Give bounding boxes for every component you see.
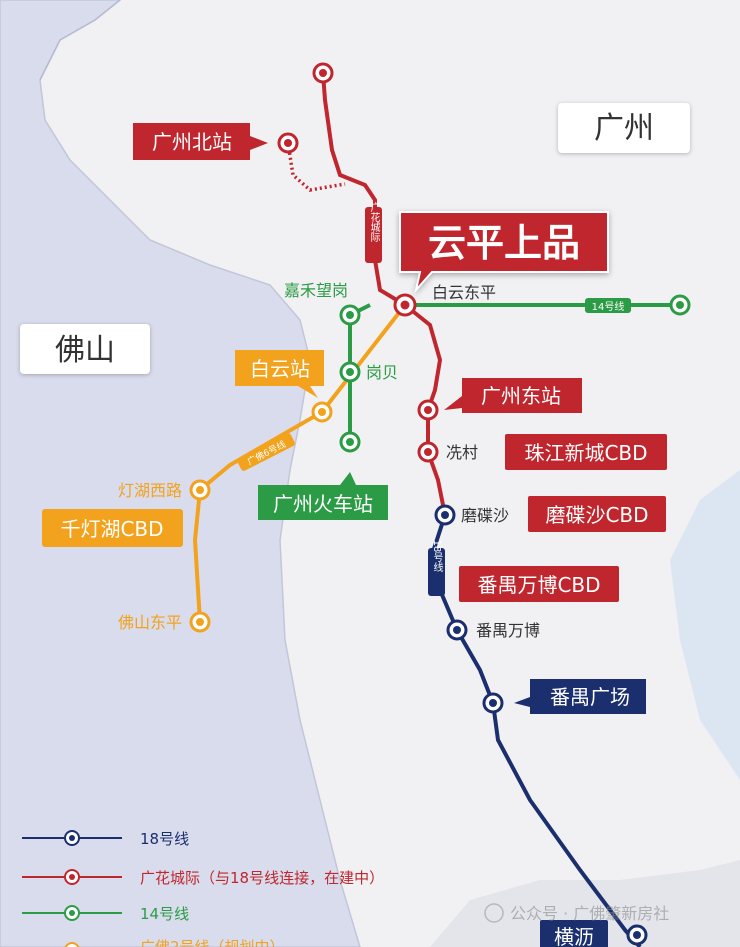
legend-item-guangfo: 广佛2号线（规划中） [64, 938, 285, 947]
station-node-dot [424, 448, 432, 456]
svg-text:14号线: 14号线 [140, 905, 189, 923]
label-panyu-wanbo: 番禺万博 [476, 621, 540, 640]
station-node-dot [346, 438, 354, 446]
svg-text:广佛2号线（规划中）: 广佛2号线（规划中） [140, 938, 285, 947]
callout-guangzhou-railway: 广州火车站 [258, 472, 388, 520]
station-node-dot [196, 618, 204, 626]
svg-text:白云站: 白云站 [250, 357, 310, 381]
region-label-guangzhou: 广州 [558, 103, 690, 153]
wechat-icon [484, 903, 504, 923]
svg-text:广州火车站: 广州火车站 [273, 492, 373, 516]
svg-text:广州: 广州 [594, 111, 654, 146]
guanghua-tag [365, 207, 382, 263]
label-baiyun-dongping: 白云东平 [432, 283, 496, 302]
station-node-dot [346, 311, 354, 319]
legend-item-line18: 18号线 [22, 830, 189, 848]
line-guanghua: 广花城际 [286, 72, 447, 516]
svg-text:18号线: 18号线 [140, 830, 189, 848]
callout-baiyun-station: 白云站 [235, 350, 324, 398]
station-node-dot [346, 368, 354, 376]
legend: 18号线 广花城际（与18号线连接，在建中） 14号线 广佛2号线（规划中） [22, 830, 384, 947]
svg-text:广州东站: 广州东站 [481, 384, 561, 408]
label-gangbei: 岗贝 [366, 363, 398, 382]
svg-text:公众号 · 广佛肇新房社: 公众号 · 广佛肇新房社 [510, 904, 669, 923]
watermark: 公众号 · 广佛肇新房社 [484, 903, 669, 923]
svg-text:磨碟沙CBD: 磨碟沙CBD [545, 503, 648, 527]
water-area [670, 470, 740, 780]
station-node-dot [196, 486, 204, 494]
svg-text:广州北站: 广州北站 [152, 130, 232, 154]
svg-text:14号线: 14号线 [592, 300, 625, 313]
callout-guangzhou-east: 广州东站 [444, 378, 582, 413]
station-node-dot [319, 69, 327, 77]
callout-modiesha-cbd: 磨碟沙CBD [528, 496, 666, 532]
label-jiahe-wanggang: 嘉禾望岗 [284, 281, 348, 300]
station-node-dot [441, 511, 449, 519]
station-node-dot [489, 699, 497, 707]
label-foshan-dongping: 佛山东平 [118, 613, 182, 632]
station-node-dot [453, 626, 461, 634]
label-modiesha: 磨碟沙 [461, 506, 509, 525]
border-line [39, 0, 121, 81]
svg-text:珠江新城CBD: 珠江新城CBD [524, 441, 647, 465]
label-xiancun: 冼村 [446, 443, 478, 462]
station-node-dot [676, 301, 684, 309]
land-area-south [430, 860, 740, 947]
svg-text:广花城际（与18号线连接，在建中）: 广花城际（与18号线连接，在建中） [140, 869, 384, 887]
line14-tag [585, 298, 631, 313]
callout-panyu-wanbo-cbd: 番禺万博CBD [459, 566, 619, 602]
legend-item-guanghua: 广花城际（与18号线连接，在建中） [22, 869, 384, 887]
callout-hengli: 横沥 [540, 920, 608, 947]
region-label-foshan: 佛山 [20, 324, 150, 374]
callout-qiandenghu-cbd: 千灯湖CBD [42, 509, 183, 547]
featured-project-name: 云平上品 [428, 221, 580, 265]
label-denghu-xilu: 灯湖西路 [118, 481, 182, 500]
station-node-dot [424, 406, 432, 414]
guangfo-tag [237, 433, 295, 471]
callout-zhujiang-cbd: 珠江新城CBD [505, 434, 667, 470]
station-node-dot [400, 300, 410, 310]
svg-text:番禺广场: 番禺广场 [550, 685, 630, 709]
svg-text:横沥: 横沥 [554, 925, 594, 947]
line18-tag [428, 548, 445, 596]
callout-guangzhou-north: 广州北站 [133, 123, 268, 160]
station-node-dot [318, 408, 326, 416]
svg-text:番禺万博CBD: 番禺万博CBD [477, 573, 600, 597]
svg-text:18号线: 18号线 [431, 540, 443, 573]
legend-item-line14: 14号线 [22, 905, 189, 923]
station-node-dot [284, 139, 292, 147]
svg-text:广花城际: 广花城际 [368, 202, 380, 243]
callout-panyu-square: 番禺广场 [514, 679, 646, 714]
svg-text:千灯湖CBD: 千灯湖CBD [60, 517, 163, 541]
svg-text:佛山: 佛山 [55, 333, 115, 368]
featured-project-callout: 云平上品 [399, 211, 609, 294]
station-node-dot [633, 931, 641, 939]
